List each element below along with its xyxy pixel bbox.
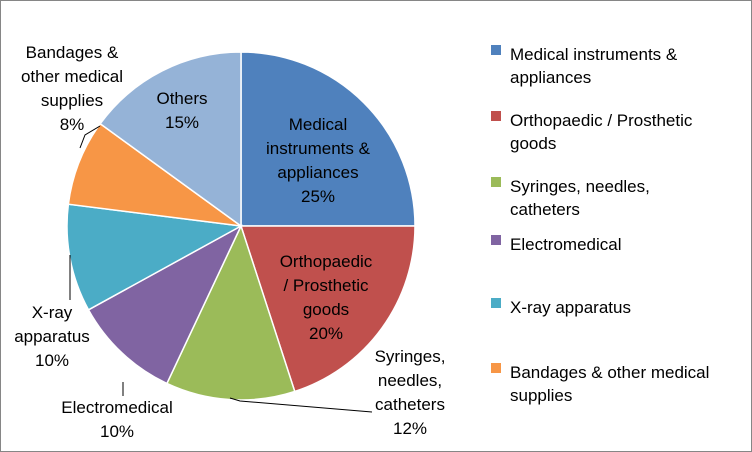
legend-entry: Medical instruments &appliances xyxy=(510,45,678,87)
leader-line xyxy=(229,397,373,413)
legend-entry: X-ray apparatus xyxy=(510,298,631,317)
pie-slice-syringes-needles-catheters xyxy=(165,223,296,401)
legend-swatch xyxy=(491,111,501,121)
legend-swatch xyxy=(491,177,501,187)
pie-slice-others xyxy=(99,51,242,228)
pie-slice-medical-instruments-appliances xyxy=(240,51,416,227)
pie-slice-orthopaedic-prosthetic-goods xyxy=(239,225,416,393)
pie-slice-electromedical xyxy=(87,224,243,385)
legend-entry: Syringes, needles,catheters xyxy=(510,177,650,219)
leader-line xyxy=(79,125,101,149)
legend-swatch xyxy=(491,45,501,55)
legend-swatch xyxy=(491,298,501,308)
legend-swatch xyxy=(491,363,501,373)
legend-entry: Electromedical xyxy=(510,235,622,254)
legend-swatch xyxy=(491,235,501,245)
